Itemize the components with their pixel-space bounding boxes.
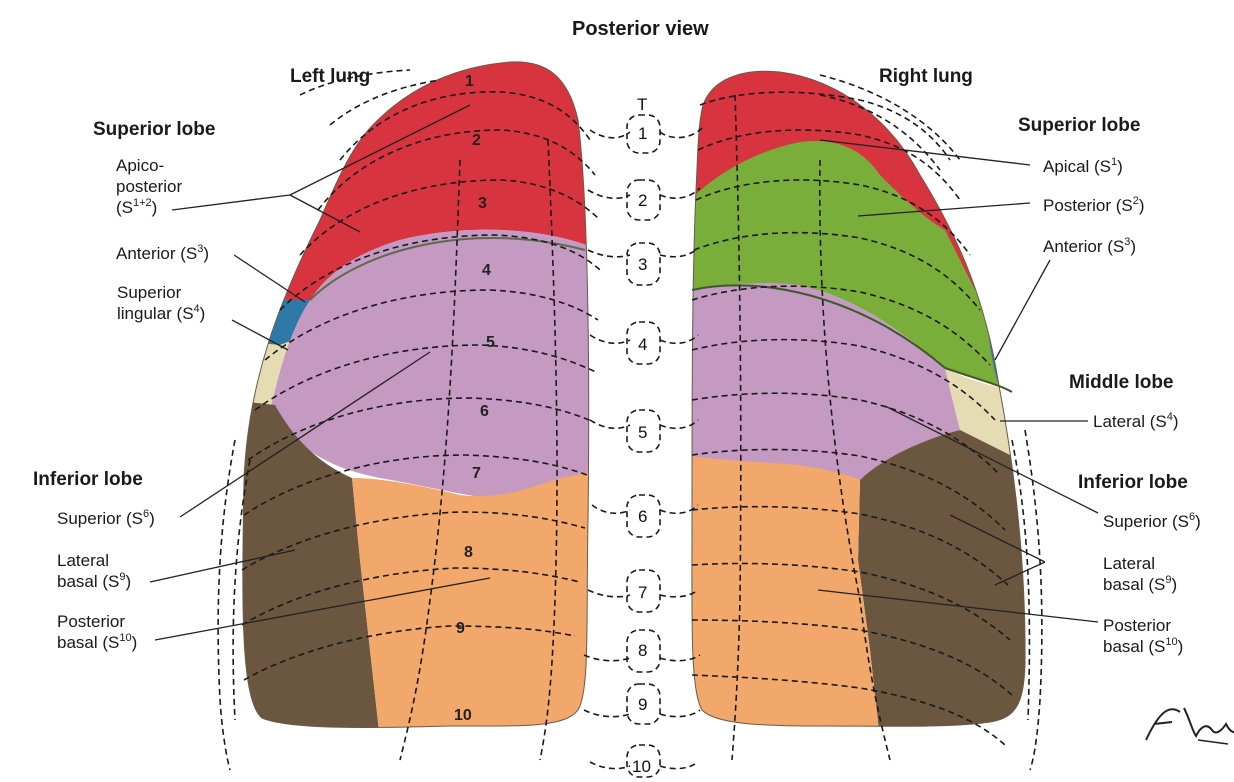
left-superior-lobe-heading: Superior lobe: [93, 119, 215, 140]
vertebra-label-1: 1: [638, 124, 647, 143]
right-middle-lobe-heading: Middle lobe: [1069, 372, 1174, 393]
artist-signature: [1145, 707, 1234, 745]
vertebra-outline-7: [626, 569, 661, 613]
label-left-apicoposterior: Apico- posterior (S1+2): [116, 156, 187, 217]
vertebra-label-10: 10: [632, 757, 651, 776]
right-inferior-lobe-heading: Inferior lobe: [1078, 472, 1188, 493]
rib-label-6: 6: [480, 403, 489, 420]
left-rib-outlines: [217, 69, 601, 771]
right-lung-heading: Right lung: [879, 66, 973, 87]
vertebra-outline-9: [626, 683, 661, 725]
right-posterior-s2: [691, 141, 1010, 385]
vertebra-outline-5: [626, 409, 661, 453]
rib-label-2: 2: [472, 132, 481, 149]
label-left-lateral-basal: Lateral basal (S9): [57, 551, 131, 591]
vertebra-outline-1: [626, 114, 661, 154]
vertebra-outline-3: [626, 242, 661, 286]
right-rib-outlines: [691, 74, 1043, 771]
vertebra-label-4: 4: [638, 335, 647, 354]
leader-lines: [149, 104, 1099, 641]
rib-label-9: 9: [456, 620, 465, 637]
left-superior-s6: [270, 229, 589, 500]
rib-label-4: 4: [482, 262, 491, 279]
right-lateral-basal-s9: [858, 430, 1026, 727]
left-lung: [242, 61, 589, 728]
left-lung-outline: [242, 61, 590, 729]
right-superior-s6: [691, 282, 960, 480]
label-left-superior-s6: Superior (S6): [57, 508, 155, 528]
left-oblique-fissure: [309, 237, 586, 301]
rib-label-7: 7: [472, 465, 481, 482]
rib-label-10: 10: [454, 707, 472, 724]
left-inferior-lobe-heading: Inferior lobe: [33, 469, 143, 490]
vertebra-outline-6: [626, 494, 661, 538]
right-oblique-fissure: [944, 367, 1013, 393]
left-lateral-basal-s9: [242, 400, 380, 728]
right-horizontal-fissure: [691, 284, 946, 369]
right-posterior-basal-s10: [691, 456, 880, 727]
label-right-posterior-basal: Posterior basal (S10): [1103, 616, 1183, 656]
label-right-anterior-s3: Anterior (S3): [1043, 236, 1136, 256]
left-lung-heading: Left lung: [290, 66, 370, 87]
vertebra-label-7: 7: [638, 583, 647, 602]
vertebra-label-6: 6: [638, 507, 647, 526]
rib-label-8: 8: [464, 544, 473, 561]
left-posterior-basal-s10: [352, 470, 589, 728]
label-right-apical-s1: Apical (S1): [1043, 156, 1123, 176]
vertebra-outline-10: [626, 744, 661, 778]
rib-label-5: 5: [486, 334, 495, 351]
vertebra-label-2: 2: [638, 191, 647, 210]
vertebral-column: [583, 114, 703, 778]
label-right-lateral-basal: Lateral basal (S9): [1103, 554, 1177, 594]
label-right-superior-s6: Superior (S6): [1103, 511, 1201, 531]
vertebra-label-5: 5: [638, 423, 647, 442]
rib-label-1: 1: [465, 73, 474, 90]
vertebra-label-3: 3: [638, 255, 647, 274]
vertebra-outline-4: [626, 321, 661, 365]
figure-title: Posterior view: [572, 18, 709, 40]
vertebra-label-9: 9: [638, 695, 647, 714]
label-left-posterior-basal: Posterior basal (S10): [57, 612, 137, 652]
rib-label-3: 3: [478, 195, 487, 212]
label-right-lateral-s4: Lateral (S4): [1093, 411, 1179, 431]
right-lung-outline: [691, 70, 1026, 727]
vertebra-label-8: 8: [638, 641, 647, 660]
vertebra-outline-8: [626, 629, 661, 673]
vertebra-header-T: T: [637, 95, 647, 114]
vertebra-outline-2: [626, 179, 661, 221]
label-left-superior-lingular: Superior lingular (S4): [117, 283, 205, 323]
label-left-anterior-s3: Anterior (S3): [116, 243, 209, 263]
label-right-posterior-s2: Posterior (S2): [1043, 195, 1145, 215]
right-superior-lobe-heading: Superior lobe: [1018, 115, 1140, 136]
